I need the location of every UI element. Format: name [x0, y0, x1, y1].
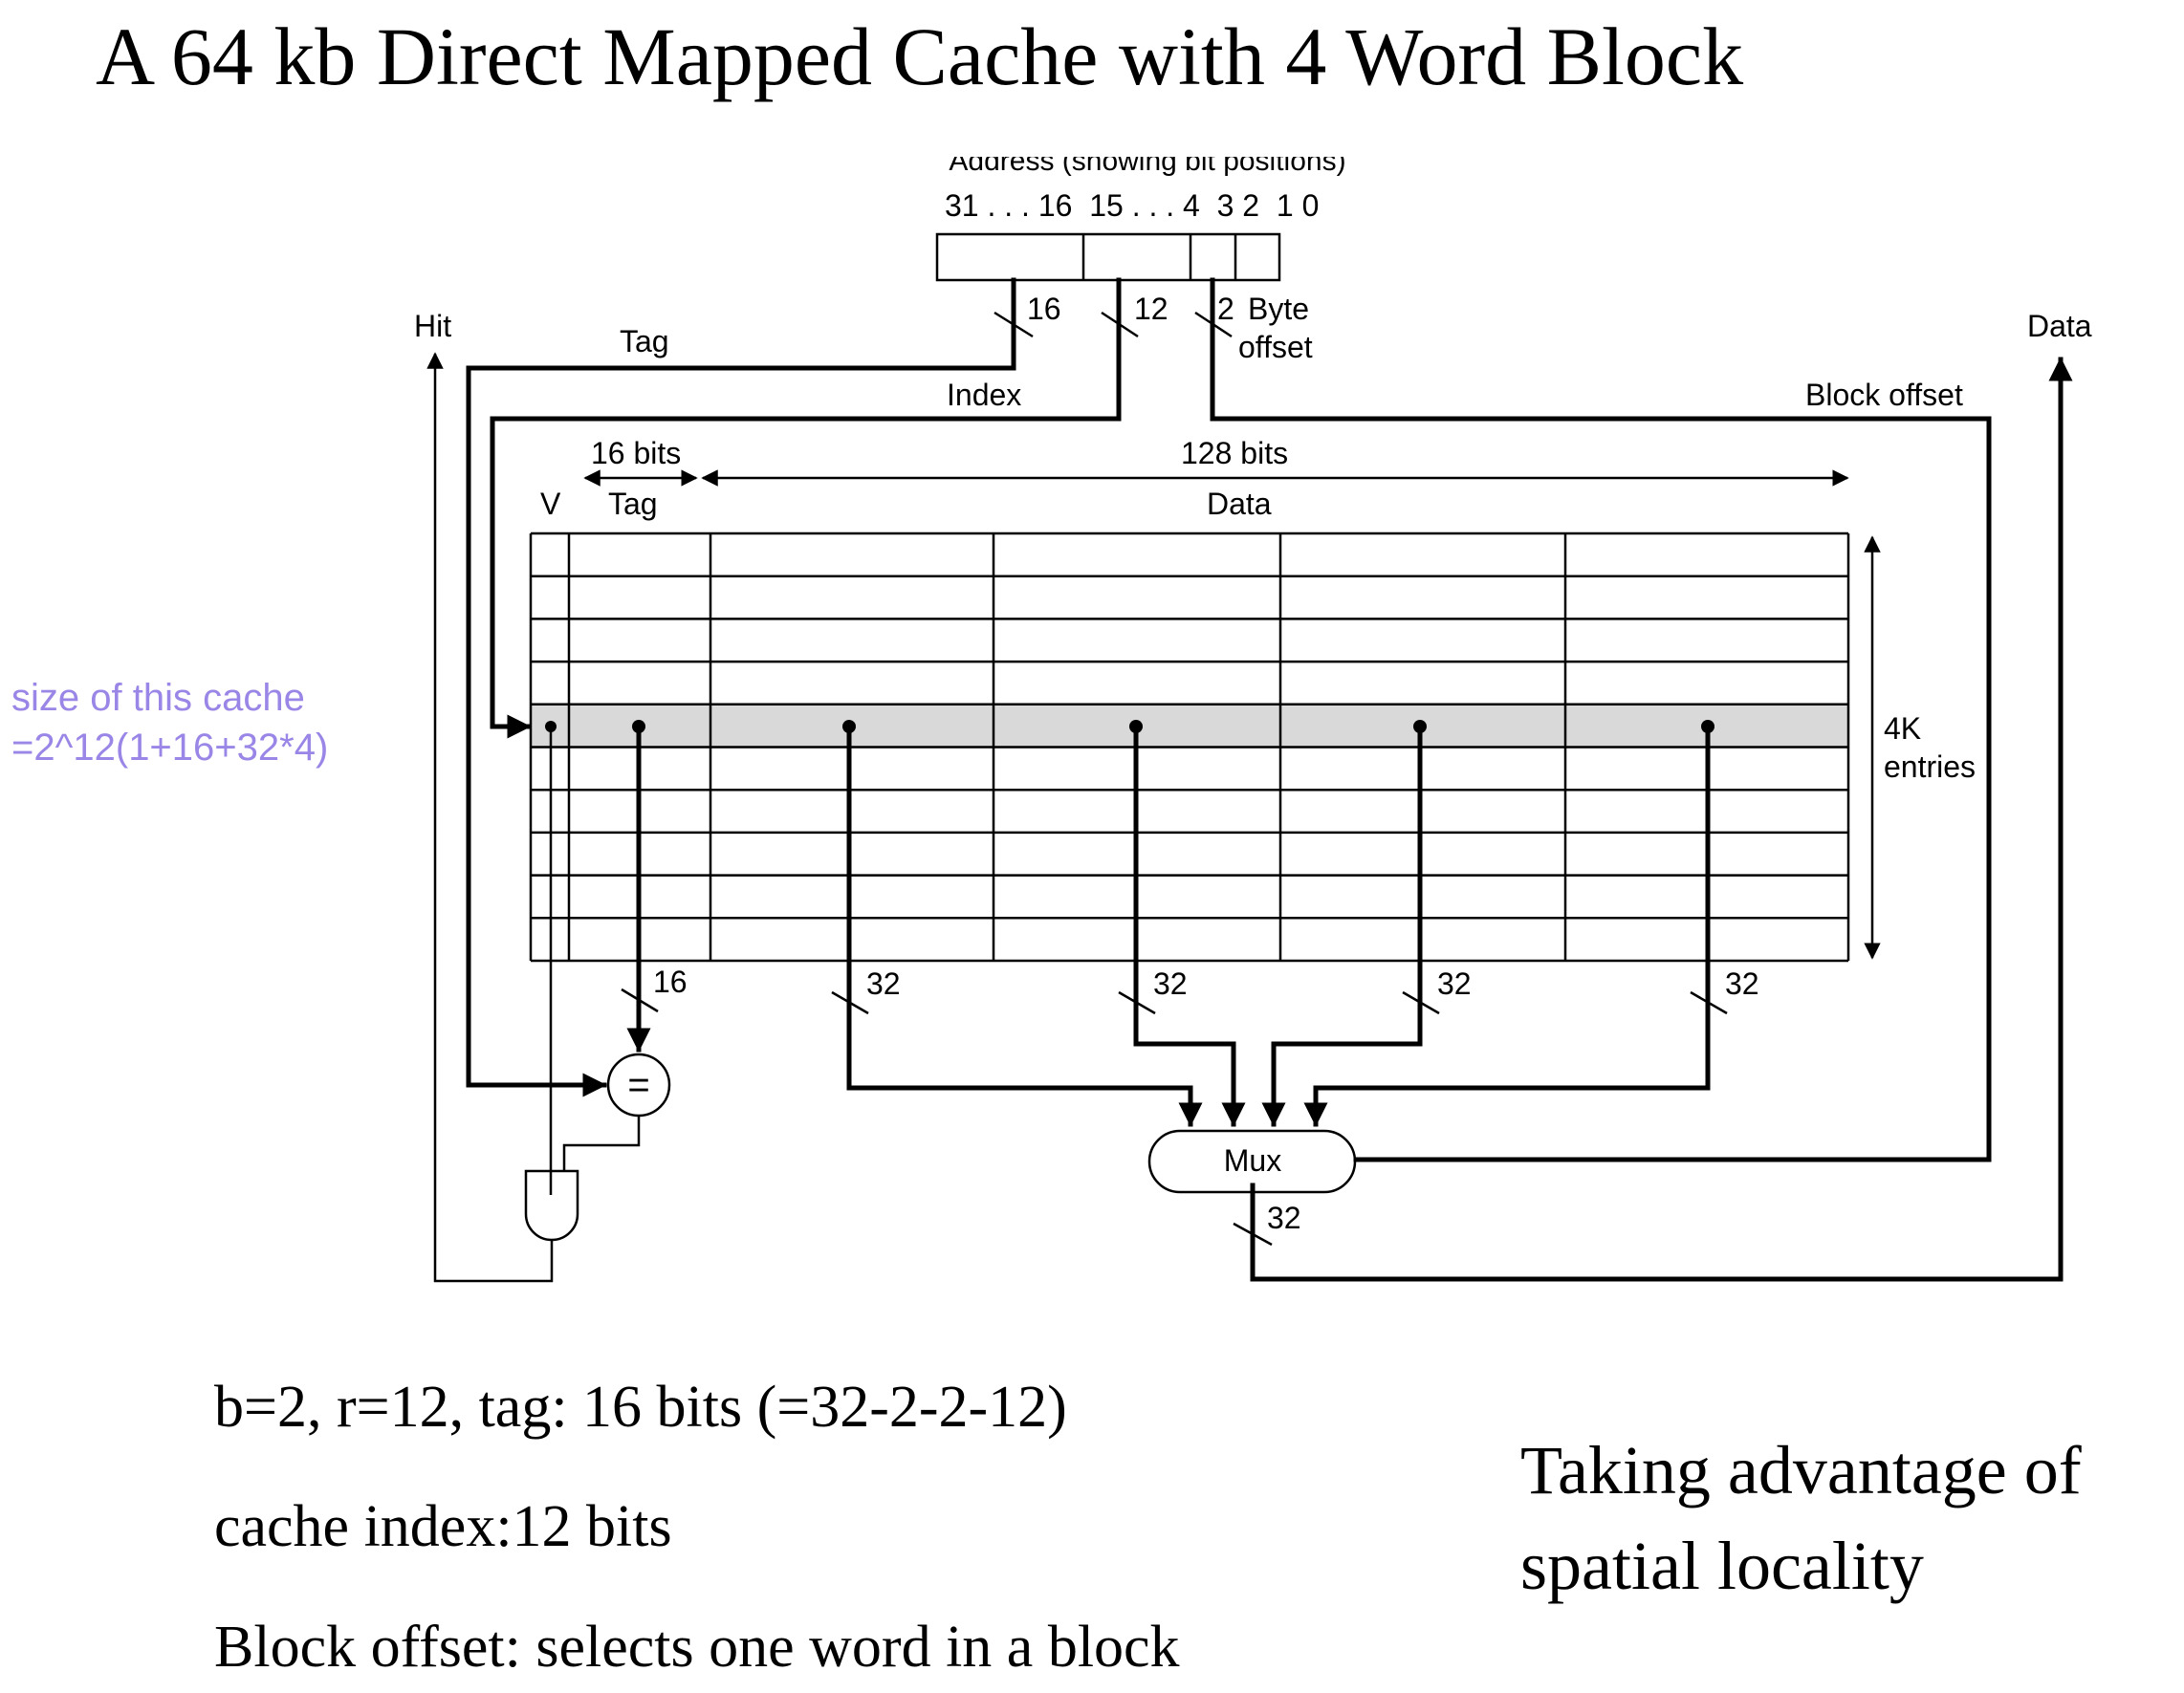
comparator-symbol: = — [627, 1064, 649, 1106]
cache-size-annotation: size of this cache — [11, 677, 305, 719]
block-offset-label: Block offset — [1805, 378, 1963, 412]
entries-label: 4K — [1884, 711, 1921, 746]
side-note: Taking advantage of — [1520, 1432, 2082, 1509]
tag-wire-label: Tag — [620, 324, 669, 358]
word2-wire — [1261, 724, 1423, 1127]
word3-bus-width: 32 — [1725, 966, 1759, 1001]
tag-column-header: Tag — [608, 487, 658, 521]
byte-offset-label: Byte — [1248, 292, 1309, 326]
note-block-offset: Block offset: selects one word in a bloc… — [214, 1615, 1180, 1680]
page-title: A 64 kb Direct Mapped Cache with 4 Word … — [96, 11, 1743, 102]
word2-bus-width: 32 — [1437, 966, 1472, 1001]
word1-bus-width: 32 — [1153, 966, 1188, 1001]
comparator-output-wire — [562, 1116, 641, 1171]
mux-label: Mux — [1224, 1143, 1281, 1178]
hit-wire — [426, 352, 554, 1283]
word1-wire — [1133, 724, 1246, 1127]
side-note-2: spatial locality — [1520, 1528, 1924, 1604]
tag-bits-label: 16 bits — [591, 436, 681, 470]
data-output-wire — [1250, 357, 2073, 1282]
cache-size-formula: =2^12(1+16+32*4) — [11, 727, 328, 769]
mux-output-width: 32 — [1267, 1201, 1301, 1235]
selected-cache-row — [531, 705, 1848, 749]
word0-bus-width: 32 — [866, 966, 901, 1001]
note-index: cache index:12 bits — [214, 1494, 672, 1559]
byte-offset-label-2: offset — [1238, 330, 1313, 364]
index-wire-label: Index — [947, 378, 1021, 412]
index-width-label: 12 — [1134, 292, 1168, 326]
block-offset-wire — [1210, 277, 1992, 1162]
offset-width-label: 2 — [1217, 292, 1234, 326]
caption-mask — [887, 115, 1413, 157]
tag-wire — [466, 277, 1016, 1097]
note-parameters: b=2, r=12, tag: 16 bits (=32-2-2-12) — [214, 1375, 1067, 1440]
cache-array — [529, 532, 1850, 963]
and-gate — [524, 1169, 579, 1242]
word3-wire — [1303, 724, 1711, 1127]
data-bits-label: 128 bits — [1181, 436, 1288, 470]
hit-label: Hit — [414, 309, 451, 343]
index-wire — [490, 277, 1122, 739]
address-bit-positions: 31 . . . 16 15 . . . 4 3 2 1 0 — [945, 188, 1319, 223]
entries-label-2: entries — [1884, 749, 1976, 784]
address-register — [935, 232, 1281, 282]
data-column-header: Data — [1207, 487, 1272, 521]
data-output-label: Data — [2027, 309, 2092, 343]
tag-width-label: 16 — [1027, 292, 1061, 326]
mux — [1147, 1129, 1357, 1194]
word0-wire — [846, 724, 1203, 1127]
v-column-header: V — [540, 487, 561, 521]
tag-bus-width: 16 — [653, 965, 688, 999]
